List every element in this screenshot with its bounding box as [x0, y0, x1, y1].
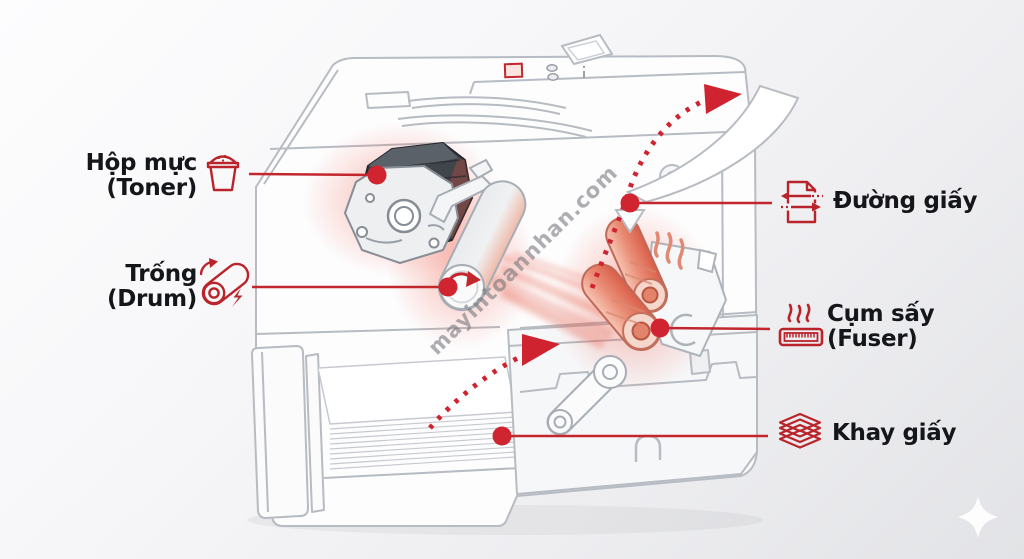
label-fuser: Cụm sấy (Fuser)	[827, 301, 935, 352]
label-drum: Trống (Drum)	[107, 261, 197, 312]
output-sheet	[625, 84, 800, 204]
paper-stack-icon	[778, 412, 822, 449]
callout-line-fuser	[659, 326, 771, 331]
callout-dots	[367, 165, 670, 446]
label-tray: Khay giấy	[832, 420, 957, 446]
drum-icon	[199, 258, 250, 307]
sparkle-icon	[958, 496, 998, 538]
callout-line-toner	[248, 172, 378, 177]
label-toner: Hộp mực (Toner)	[85, 150, 198, 201]
toner-cup-icon	[206, 154, 240, 192]
feed-arrowhead	[522, 334, 560, 366]
heat-waves	[653, 231, 685, 270]
paper-stack	[329, 416, 517, 470]
paper-path-icon	[781, 180, 823, 224]
paper-path-arrows	[428, 84, 742, 430]
fuser-icon	[778, 303, 824, 347]
toner-cartridge	[344, 142, 473, 264]
output-arrowhead	[704, 84, 742, 114]
control-panel	[503, 33, 614, 81]
panel-button-red	[503, 62, 524, 79]
label-paper-path: Đường giấy	[833, 188, 978, 214]
callout-lines	[248, 172, 772, 438]
